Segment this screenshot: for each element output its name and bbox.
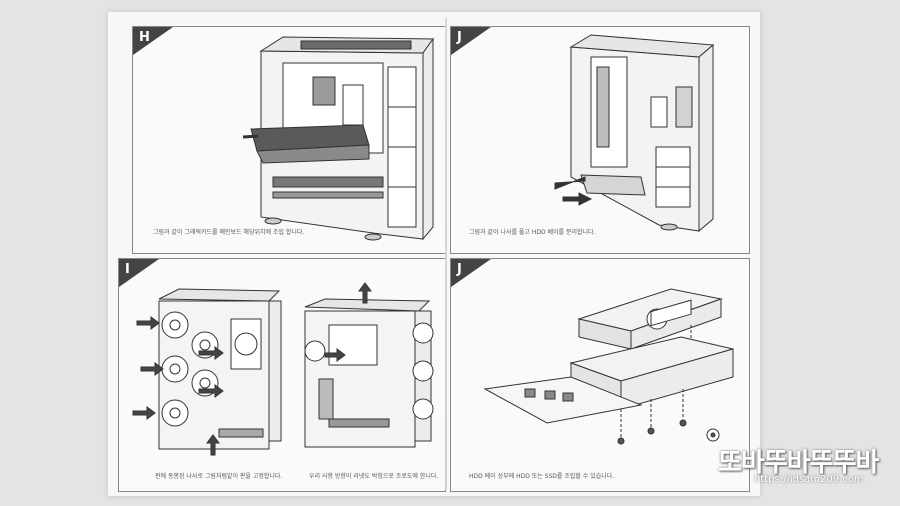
case-fan-illustration: [132, 282, 434, 456]
panel-i-caption-left: 판에 동봉된 나사로 그림처럼같이 판을 고정합니다.: [155, 473, 283, 480]
watermark-url: https://idsam209.com: [754, 474, 864, 485]
page-fold: [445, 18, 447, 490]
manual-sheet: H 그림과 같이 그: [108, 12, 760, 496]
panel-i-caption-right: 우리 사항 방향이 라넷도 박힘으로 조로도에 한니다.: [309, 473, 439, 480]
hdd-ssd-mount-illustration: [483, 288, 734, 445]
panel-j-top: J 그림과 같이 나사를 풀고 HDD 베이를 분리합니다.: [450, 26, 750, 254]
watermark-logo: 또바뚜바뚜뚜바: [718, 448, 879, 478]
case-gpu-illustration: [242, 36, 434, 241]
watermark: 또바뚜바뚜뚜바 https://idsam209.com: [718, 442, 894, 496]
panel-j-bottom-caption: HDD 베이 상부에 HDD 또는 SSD를 조립할 수 있습니다.: [469, 473, 615, 480]
panel-j-bottom: J: [450, 258, 750, 492]
panel-j-top-caption: 그림과 같이 나사를 풀고 HDD 베이를 분리합니다.: [469, 229, 596, 236]
panel-h-caption: 그림과 같이 그래픽카드를 메인보드 해당위치에 조립 합니다.: [153, 229, 305, 236]
hdd-bay-removal-illustration: [554, 34, 715, 233]
panel-i: I: [118, 258, 446, 492]
panel-h: H 그림과 같이 그: [132, 26, 446, 254]
